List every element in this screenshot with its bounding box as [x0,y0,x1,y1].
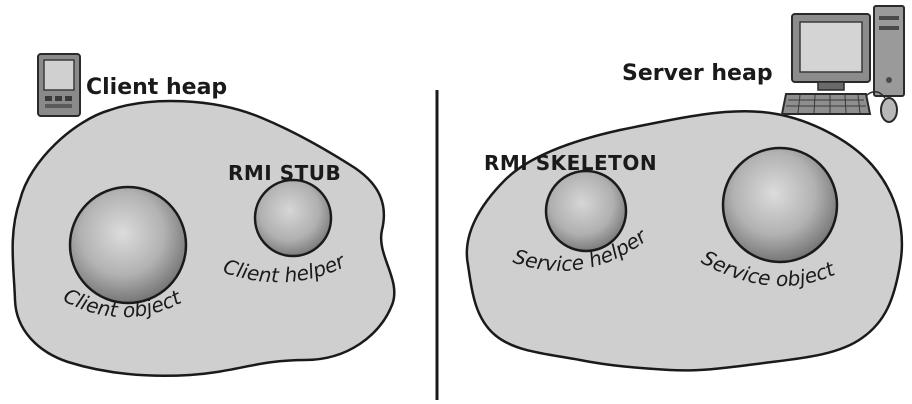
client-object-sphere [70,187,186,303]
desktop-computer-icon [782,6,904,122]
handheld-device-icon [38,54,80,116]
service-object-sphere [723,148,837,262]
client-heap-label: Client heap [86,75,227,100]
rmi-skeleton-label: RMI SKELETON [484,151,657,175]
server-heap-label: Server heap [622,61,773,86]
rmi-stub-label: RMI STUB [228,161,341,185]
client-helper-sphere [255,180,331,256]
